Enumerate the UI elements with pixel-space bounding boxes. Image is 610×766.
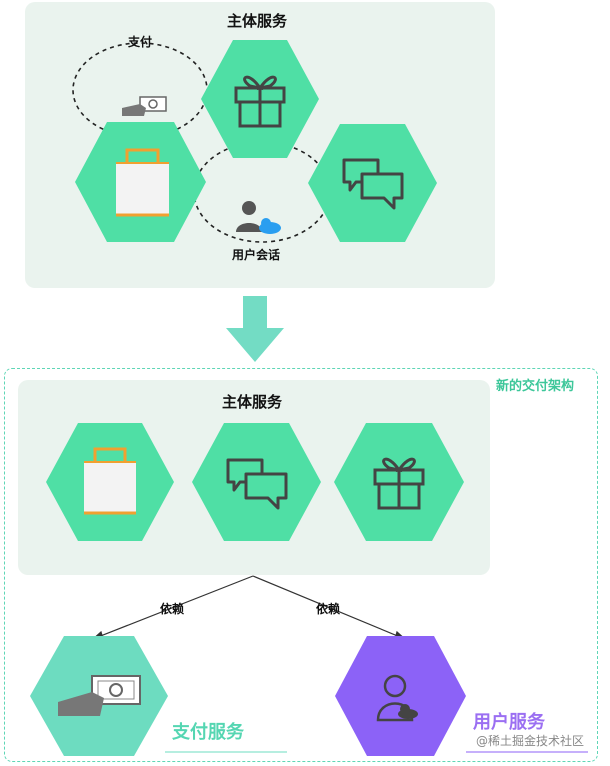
new-chat-icon <box>226 458 288 510</box>
user-service-icon <box>376 674 414 722</box>
top-main-service-title: 主体服务 <box>227 12 288 30</box>
top-user-cloud-icon <box>236 201 281 234</box>
user-service-cloud-icon <box>398 704 418 719</box>
top-shopping-bag-icon <box>116 148 169 217</box>
dependency-left-label: 依赖 <box>160 602 185 616</box>
new-architecture-frame <box>4 368 598 762</box>
new-shopping-bag-icon <box>84 447 136 515</box>
user-service-hexagon <box>335 636 466 756</box>
pay-service-money-icon <box>58 675 141 716</box>
watermark: @稀土掘金技术社区 <box>476 734 585 748</box>
transition-down-arrow <box>226 296 284 362</box>
user-service-title: 用户服务 <box>473 712 545 733</box>
pay-service-title: 支付服务 <box>172 722 244 743</box>
new-gift-icon <box>373 457 425 510</box>
dependency-right-label: 依赖 <box>316 602 341 616</box>
top-session-label: 用户会话 <box>232 248 281 262</box>
dependency-arrows <box>90 575 408 641</box>
top-chat-icon <box>342 158 404 210</box>
new-architecture-label: 新的交付架构 <box>496 379 575 394</box>
top-pay-money-icon <box>122 96 167 116</box>
top-gift-icon <box>234 75 286 128</box>
new-main-service-title: 主体服务 <box>222 393 283 411</box>
top-pay-label: 支付 <box>128 35 153 49</box>
